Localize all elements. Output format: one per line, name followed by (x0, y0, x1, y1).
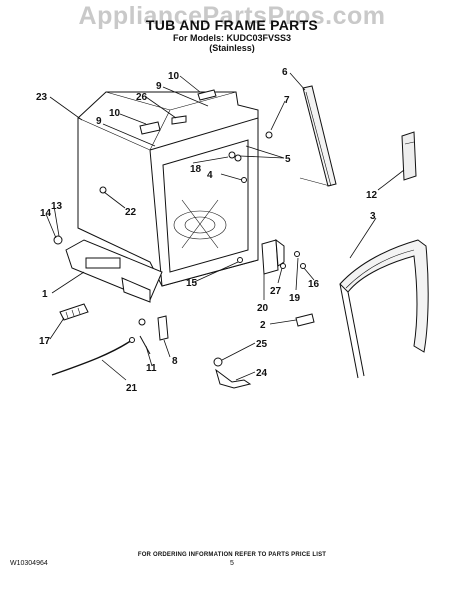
callout-25: 25 (256, 339, 268, 350)
finish-line: (Stainless) (209, 43, 255, 53)
vent-gasket (401, 131, 417, 181)
lower-bracket (157, 315, 169, 341)
callout-15: 15 (186, 278, 198, 289)
callout-9-left: 9 (96, 116, 102, 127)
callout-9-top: 9 (156, 81, 162, 92)
callout-11: 11 (146, 363, 157, 374)
models-line: For Models: KUDC03FVSS3 (172, 33, 292, 43)
door-seal (302, 85, 337, 187)
callout-3: 3 (370, 211, 376, 222)
callout-numbers: 1 2 3 4 5 6 7 8 9 9 10 10 11 12 13 14 15… (36, 67, 378, 394)
mount-bracket (215, 368, 252, 389)
callout-23: 23 (36, 92, 48, 103)
callout-18: 18 (190, 164, 202, 175)
callout-4: 4 (207, 170, 213, 181)
callout-7: 7 (284, 95, 290, 106)
callout-14: 14 (40, 208, 52, 219)
tub-gasket (339, 239, 429, 353)
document-number: W10304964 (10, 560, 48, 567)
leveling-leg (59, 303, 89, 321)
callout-8: 8 (172, 356, 178, 367)
side-bracket (261, 239, 279, 275)
callout-13: 13 (51, 201, 63, 212)
screws (53, 131, 306, 326)
callout-26: 26 (136, 92, 148, 103)
callout-12: 12 (366, 190, 378, 201)
callout-21: 21 (126, 383, 138, 394)
callout-1: 1 (42, 289, 48, 300)
callout-16: 16 (308, 279, 320, 290)
callout-5: 5 (285, 154, 291, 165)
tub-plug (295, 313, 315, 327)
callout-27: 27 (270, 286, 282, 297)
callout-19: 19 (289, 293, 301, 304)
page-title: TUB AND FRAME PARTS (145, 17, 319, 33)
callout-24: 24 (256, 368, 268, 379)
callout-2: 2 (260, 320, 266, 331)
ordering-note: FOR ORDERING INFORMATION REFER TO PARTS … (137, 552, 327, 558)
callout-17: 17 (39, 336, 51, 347)
callout-10-left: 10 (109, 108, 121, 119)
leader-lines (45, 72, 405, 381)
ground-cable (51, 339, 133, 376)
callout-20: 20 (257, 303, 269, 314)
callout-22: 22 (125, 207, 137, 218)
callout-10-top: 10 (168, 71, 180, 82)
page-number: 5 (230, 560, 234, 567)
tub-assembly (65, 91, 259, 303)
watermark: AppliancePartsPros.com (78, 2, 386, 30)
callout-6: 6 (282, 67, 288, 78)
